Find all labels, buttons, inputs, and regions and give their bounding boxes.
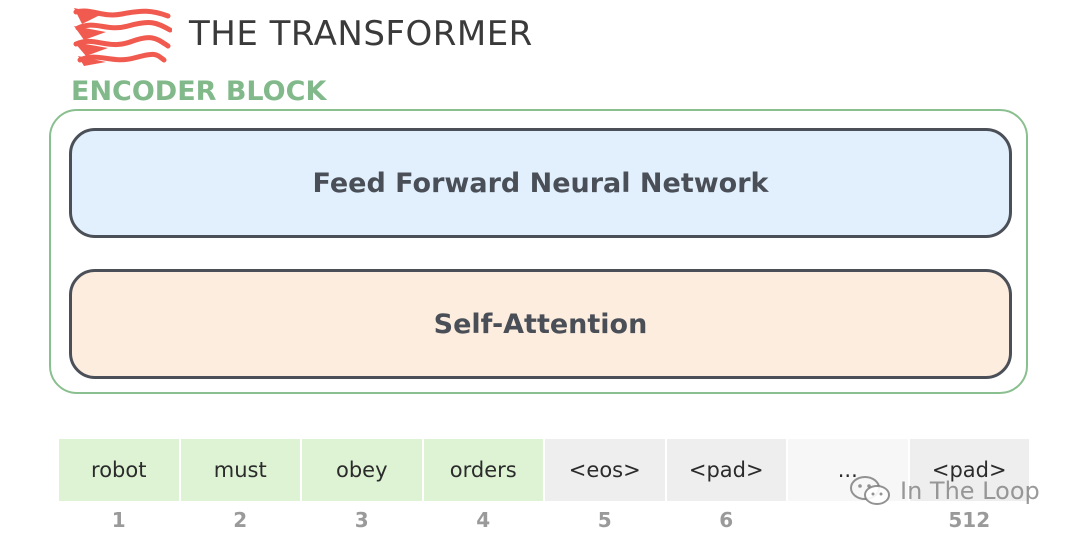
encoder-block-label: ENCODER BLOCK	[71, 76, 327, 107]
token-cell: orders	[423, 439, 543, 501]
position-index: 6	[719, 508, 734, 532]
token-cell: must	[180, 439, 300, 501]
feed-forward-layer: Feed Forward Neural Network	[69, 128, 1012, 238]
position-index	[788, 508, 908, 532]
token-cell: <pad>	[666, 439, 786, 501]
encoder-block	[49, 109, 1028, 394]
position-index: 2	[233, 508, 248, 532]
token-cell: <eos>	[545, 439, 665, 501]
page-title: THE TRANSFORMER	[189, 14, 533, 54]
self-attention-label: Self-Attention	[433, 308, 648, 340]
position-index: 4	[476, 508, 491, 532]
token-text: ...	[837, 458, 858, 482]
flame-logo-icon	[73, 8, 172, 66]
token-text: <pad>	[931, 458, 1007, 482]
watermark-text: In The Loop	[900, 477, 1040, 505]
position-index: 1	[111, 508, 126, 532]
token-text: robot	[91, 458, 147, 482]
token-cell: obey	[302, 439, 422, 501]
token-sequence: robot must obey orders <eos> <pad> ... <…	[59, 439, 1029, 501]
token-text: orders	[449, 458, 517, 482]
position-index: 512	[948, 508, 991, 532]
watermark: In The Loop	[848, 474, 1040, 508]
wechat-icon	[850, 476, 890, 505]
token-text: <eos>	[568, 458, 641, 482]
self-attention-layer: Self-Attention	[69, 269, 1012, 379]
position-index: 5	[597, 508, 612, 532]
token-cell: <pad>	[909, 439, 1029, 501]
feed-forward-label: Feed Forward Neural Network	[312, 167, 769, 199]
token-text: <pad>	[688, 458, 764, 482]
token-cell: robot	[59, 439, 179, 501]
token-text: must	[213, 458, 267, 482]
position-index: 3	[354, 508, 369, 532]
token-text: obey	[335, 458, 388, 482]
position-indices: 1 2 3 4 5 6 512	[59, 508, 1029, 532]
